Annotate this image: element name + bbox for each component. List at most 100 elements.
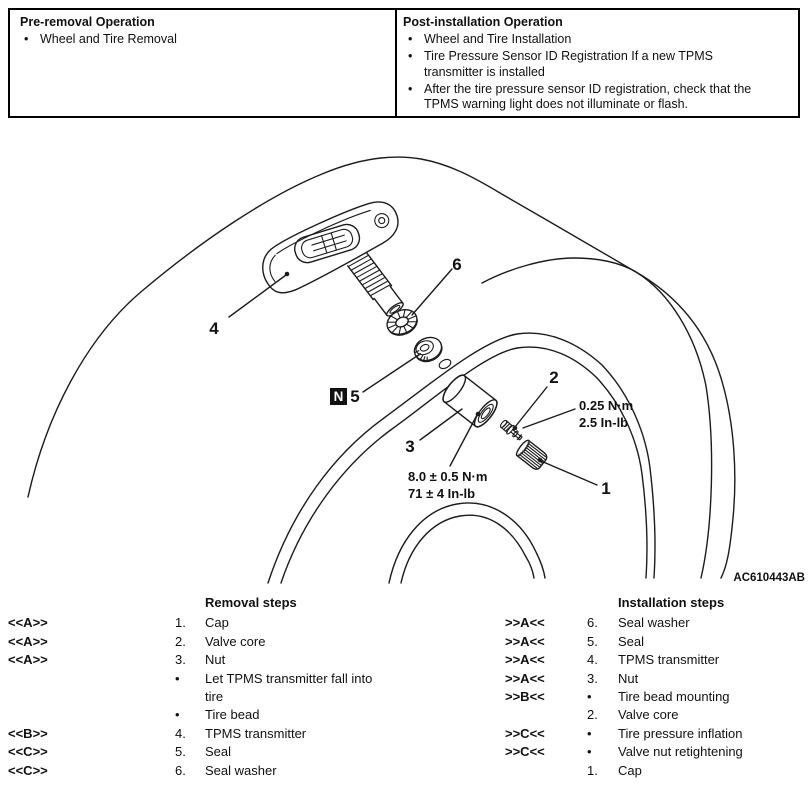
callout-seal: 5	[350, 387, 359, 406]
leader-valve-core-torque	[522, 408, 576, 429]
removal-step-row: • Tire bead	[8, 706, 498, 724]
torque-valve-core-nm: 0.25 N·m	[579, 398, 633, 413]
step-number: 5.	[175, 744, 186, 760]
step-label: Tire pressure inflation	[618, 725, 743, 741]
installation-step-row: >>A<< 5. Seal	[505, 633, 807, 651]
step-number: •	[587, 744, 592, 760]
seal-washer-drawing	[386, 309, 418, 336]
rim-lip-outer-line	[267, 332, 656, 584]
post-installation-item-text: After the tire pressure sensor ID regist…	[424, 81, 752, 112]
leader-seal-washer	[411, 268, 453, 316]
pre-removal-item: • Wheel and Tire Removal	[20, 32, 389, 47]
post-installation-item: • Tire Pressure Sensor ID Registration I…	[403, 49, 792, 79]
installation-steps-list: Installation steps >>A<< 6. Seal washer …	[505, 594, 807, 780]
leader-nut-torque	[449, 414, 478, 467]
step-label: Cap	[618, 762, 642, 778]
pre-removal-cell: Pre-removal Operation • Wheel and Tire R…	[10, 10, 397, 116]
leader-cap	[540, 460, 598, 486]
step-marker: <<A>>	[8, 633, 48, 649]
step-label: Seal	[205, 744, 232, 760]
installation-step-row: >>C<< • Valve nut retightening	[505, 743, 807, 761]
removal-step-row: <<A>> 2. Valve core	[8, 633, 498, 651]
step-number: 2.	[175, 633, 186, 649]
step-marker: <<C>>	[8, 744, 48, 760]
o-ring-drawing	[438, 358, 452, 370]
post-installation-item: • After the tire pressure sensor ID regi…	[403, 82, 792, 112]
post-installation-item: • Wheel and Tire Installation	[403, 32, 792, 47]
step-label: Let TPMS transmitter fall into tire	[205, 670, 373, 705]
removal-step-row: <<C>> 6. Seal washer	[8, 762, 498, 780]
leader-dot	[512, 425, 518, 431]
torque-valve-core-inlb: 2.5 In-lb	[579, 415, 628, 430]
step-label: Seal	[618, 633, 645, 649]
leader-dot	[284, 271, 290, 277]
step-label: Seal washer	[205, 762, 277, 778]
leader-dot	[475, 411, 481, 417]
step-number: 2.	[587, 707, 598, 723]
operations-table: Pre-removal Operation • Wheel and Tire R…	[8, 8, 800, 118]
step-label: Cap	[205, 615, 229, 631]
step-number: •	[587, 689, 592, 705]
step-number: •	[175, 707, 180, 723]
step-marker: <<A>>	[8, 652, 48, 668]
valve-stem-drawing	[347, 251, 404, 317]
callout-nut: 3	[405, 437, 414, 456]
step-label: Valve nut retightening	[618, 744, 743, 760]
step-marker: <<B>>	[8, 725, 48, 741]
callout-cap: 1	[601, 479, 610, 498]
step-number: 6.	[175, 762, 186, 778]
valve-core-drawing	[499, 419, 523, 441]
non-reusable-marker-box	[330, 388, 347, 405]
installation-step-row: 2. Valve core	[505, 706, 807, 724]
installation-steps-title: Installation steps	[618, 595, 725, 610]
leader-nut	[419, 408, 463, 441]
step-number: 4.	[175, 725, 186, 741]
step-label: Tire bead	[205, 707, 260, 723]
step-label: Valve core	[205, 633, 266, 649]
tpms-transmitter-drawing	[262, 201, 399, 294]
installation-step-row: 1. Cap	[505, 762, 807, 780]
step-number: •	[175, 670, 180, 686]
post-installation-cell: Post-installation Operation • Wheel and …	[397, 10, 798, 116]
leader-seal	[362, 353, 421, 393]
post-installation-item-text: Wheel and Tire Installation	[424, 32, 572, 47]
step-label: Tire bead mounting	[618, 689, 730, 705]
step-marker: <<A>>	[8, 615, 48, 631]
step-number: •	[587, 725, 592, 741]
leader-transmitter	[228, 274, 287, 318]
figure-code: AC610443AB	[733, 572, 805, 584]
step-marker: <<C>>	[8, 762, 48, 778]
rim-lip-inner-line	[280, 346, 648, 584]
step-marker: >>A<<	[505, 633, 545, 649]
step-number: 1.	[175, 615, 186, 631]
torque-nut-nm: 8.0 ± 0.5 N·m	[408, 469, 487, 484]
bullet-icon: •	[408, 49, 413, 64]
removal-steps-title: Removal steps	[205, 595, 297, 610]
leader-dot	[537, 457, 543, 463]
step-marker: >>A<<	[505, 670, 545, 686]
bullet-icon: •	[24, 32, 29, 47]
installation-step-row: >>A<< 3. Nut	[505, 670, 807, 688]
step-label: Seal washer	[618, 615, 690, 631]
step-marker: >>C<<	[505, 744, 545, 760]
step-marker: >>B<<	[505, 689, 545, 705]
hub-inner-line	[400, 514, 535, 584]
step-marker: >>A<<	[505, 652, 545, 668]
installation-step-row: >>C<< • Tire pressure inflation	[505, 725, 807, 743]
removal-step-row: <<A>> 1. Cap	[8, 614, 498, 632]
step-number: 3.	[587, 670, 598, 686]
tpms-exploded-diagram: 4 6 N 5 3 2 1 0.25 N·m 2.5 In-lb 8.0 ± 0…	[27, 156, 805, 584]
step-label: TPMS transmitter	[205, 725, 307, 741]
callout-valve-core: 2	[549, 368, 558, 387]
valve-cap-drawing	[515, 439, 548, 470]
valve-nut-drawing	[442, 374, 498, 428]
wheel-opening-line	[481, 257, 713, 579]
step-label: TPMS transmitter	[618, 652, 720, 668]
installation-step-row: >>A<< 4. TPMS transmitter	[505, 651, 807, 669]
step-number: 5.	[587, 633, 598, 649]
callout-seal-washer: 6	[452, 255, 461, 274]
non-reusable-marker: N	[334, 389, 344, 404]
step-label: Valve core	[618, 707, 679, 723]
removal-steps-list: Removal steps <<A>> 1. Cap <<A>> 2. Valv…	[8, 594, 498, 780]
